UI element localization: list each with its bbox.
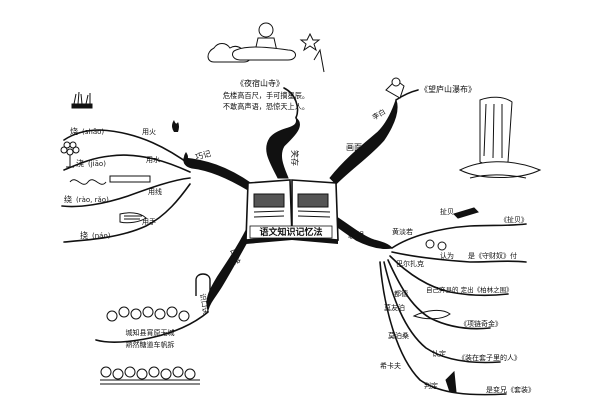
fire-icon — [172, 120, 179, 132]
branch-top-shape — [267, 118, 300, 178]
right-item-4-branch: 莫友泊 — [384, 303, 405, 312]
poem-line-2: 不敢高声语，恐惊天上人。 — [223, 102, 309, 111]
item-nao-pinyin: (náo) — [92, 232, 111, 240]
item-rao-char: 绕 — [64, 194, 72, 204]
grass-fire-icon — [72, 92, 92, 108]
mnemonic-line-2: 熟然糖道车帆拆 — [126, 340, 175, 349]
right-item-2-text: 是《守财奴》付 — [468, 251, 517, 260]
right-item-4-text: 《项链奇金》 — [460, 319, 502, 328]
right-item-5: 莫泊桑 认定 《装在套子里的人》 — [388, 331, 521, 362]
right-item-6: 希卡夫 判定 是变兄《套装》 — [380, 361, 535, 394]
necklace-icon — [414, 310, 450, 318]
right-item-3-branch: 都德 — [394, 289, 408, 298]
poem-title: 《夜宿山寺》 — [236, 78, 284, 88]
branch-left-upper-shape — [184, 158, 252, 190]
branch-label-top: 笑存 — [290, 150, 300, 166]
right-upper-title: 《望庐山瀑布》 — [420, 84, 476, 94]
poem-line-1: 危楼高百尺，手可摘星辰。 — [223, 91, 309, 100]
branch-label-right-lower: 联想 — [348, 230, 364, 240]
right-item-5-sub: 认定 — [432, 349, 446, 358]
right-item-1-text: 《扯贝》 — [500, 215, 528, 224]
mnemonic-line-1: 城知县宵原无城 — [126, 328, 175, 337]
shell-icon — [454, 208, 478, 218]
branch-label-right-upper: 画面 — [346, 143, 362, 152]
right-item-2: 巴尔扎克 认为 是《守财奴》付 — [396, 251, 517, 268]
right-item-1: 黄淡若 扯贝 《扯贝》 — [392, 207, 528, 236]
water-drop-icon — [184, 152, 188, 160]
item-shao-pinyin: (shāo) — [82, 128, 104, 136]
right-item-3: 都德 自己弃县的 定出《柏林之围》 — [394, 285, 513, 298]
right-item-6-text: 是变兄《套装》 — [486, 385, 535, 394]
right-item-5-text: 《装在套子里的人》 — [458, 353, 521, 362]
item-rao-hint: 用线 — [148, 187, 162, 196]
monk-on-cloud-icon — [208, 23, 296, 62]
thread-icon — [70, 176, 150, 184]
item-rao: 绕 (rào, rǎo) 用线 — [64, 187, 162, 204]
branch-label-left-upper: 巧记 — [194, 149, 212, 162]
right-item-1-sub: 扯贝 — [440, 207, 454, 216]
people-icon — [426, 240, 446, 250]
right-item-3-text: 自己弃县的 定出《柏林之围》 — [426, 285, 513, 294]
branch-right-upper-shape — [330, 100, 397, 184]
waterfall-icon — [460, 97, 540, 178]
item-nao: 挠 (náo) 用手 — [80, 217, 156, 240]
item-jiao-char: 浇 — [76, 158, 84, 168]
right-item-2-branch: 巴尔扎克 — [396, 259, 424, 268]
item-jiao: 浇 (jiāo) 用水 — [76, 155, 160, 168]
item-shao-char: 烧 — [70, 126, 78, 136]
right-item-2-sub: 认为 — [440, 251, 454, 260]
right-item-1-branch: 黄淡若 — [392, 227, 413, 236]
right-item-6-branch: 希卡夫 — [380, 361, 401, 370]
item-rao-pinyin: (rào, rǎo) — [76, 196, 109, 204]
star-hand-icon — [301, 34, 324, 72]
item-jiao-hint: 用水 — [146, 155, 160, 164]
right-item-6-sub: 判定 — [424, 381, 438, 390]
item-jiao-pinyin: (jiāo) — [88, 160, 106, 168]
poet-icon — [386, 78, 404, 98]
item-nao-char: 挠 — [80, 230, 88, 240]
umbrella-icon — [446, 372, 456, 392]
item-shao-hint: 用火 — [142, 128, 156, 136]
central-topic: 语文知识记忆法 — [259, 226, 322, 238]
right-upper-sub-label: 李白 — [371, 107, 388, 122]
right-item-5-branch: 莫泊桑 — [388, 331, 409, 340]
